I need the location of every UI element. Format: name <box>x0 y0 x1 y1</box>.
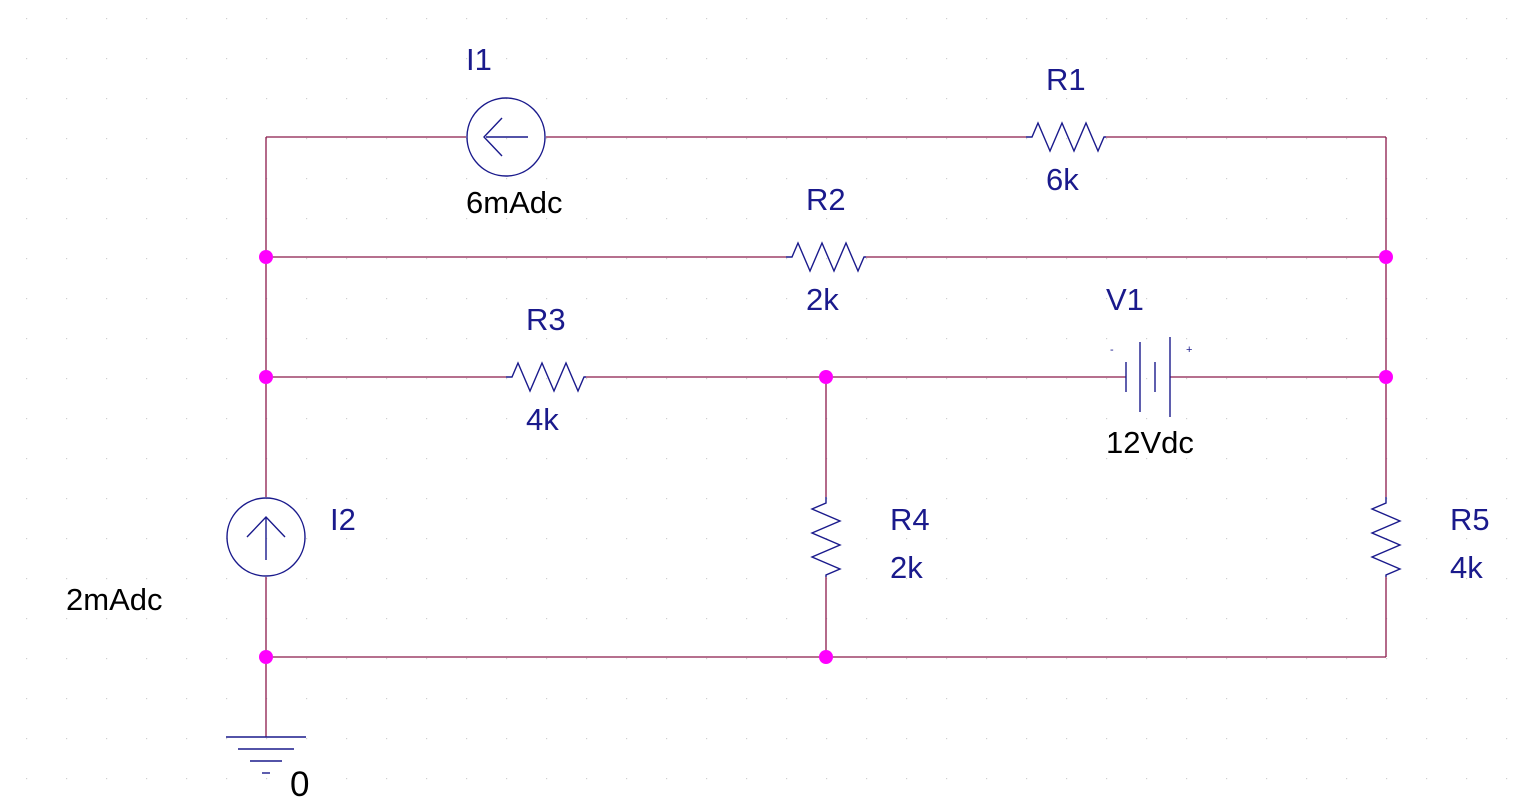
junction-node[interactable] <box>1379 250 1393 264</box>
ground-label: 0 <box>290 765 309 804</box>
resistor-r4[interactable] <box>810 497 842 577</box>
v1-plus-mark: + <box>1186 344 1192 356</box>
junction-node[interactable] <box>819 650 833 664</box>
r5-ref-label: R5 <box>1450 502 1490 537</box>
r3-value-label: 4k <box>526 402 559 437</box>
v1-minus-mark: - <box>1110 344 1114 356</box>
junction-node[interactable] <box>259 250 273 264</box>
r4-value-label: 2k <box>890 550 923 585</box>
current-source-i1[interactable] <box>466 97 546 177</box>
resistor-r5[interactable] <box>1370 497 1402 577</box>
resistor-r2[interactable] <box>786 241 866 273</box>
junction-node[interactable] <box>259 650 273 664</box>
wires <box>265 136 1387 737</box>
r4-ref-label: R4 <box>890 502 930 537</box>
i1-value-label: 6mAdc <box>466 185 562 220</box>
current-source-i2[interactable] <box>226 497 306 577</box>
i1-ref-label: I1 <box>466 42 492 77</box>
r5-value-label: 4k <box>1450 550 1483 585</box>
r1-value-label: 6k <box>1046 162 1079 197</box>
r2-value-label: 2k <box>806 282 839 317</box>
resistor-r1[interactable] <box>1026 121 1106 153</box>
v1-value-label: 12Vdc <box>1106 425 1194 460</box>
i2-value-label: 2mAdc <box>66 582 162 617</box>
r2-ref-label: R2 <box>806 182 846 217</box>
r1-ref-label: R1 <box>1046 62 1086 97</box>
resistor-r3[interactable] <box>506 361 586 393</box>
i2-ref-label: I2 <box>330 502 356 537</box>
battery-v1[interactable] <box>1125 337 1171 417</box>
junction-node[interactable] <box>259 370 273 384</box>
junction-nodes <box>259 250 1393 664</box>
junction-node[interactable] <box>819 370 833 384</box>
junction-node[interactable] <box>1379 370 1393 384</box>
ground-symbol[interactable] <box>226 736 306 774</box>
r3-ref-label: R3 <box>526 302 566 337</box>
v1-ref-label: V1 <box>1106 282 1144 317</box>
